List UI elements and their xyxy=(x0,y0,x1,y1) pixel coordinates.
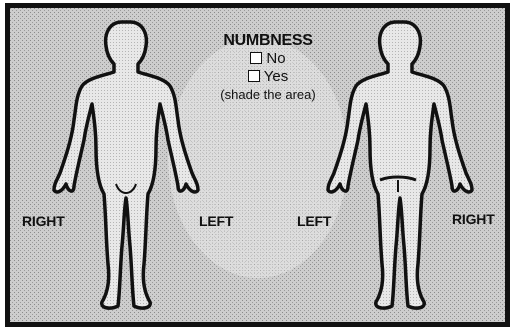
front-right-label: RIGHT xyxy=(22,213,65,229)
front-left-label: LEFT xyxy=(199,213,233,229)
option-no-label: No xyxy=(266,50,285,67)
numbness-option-no[interactable]: No xyxy=(202,50,334,68)
numbness-title: NUMBNESS xyxy=(202,32,334,50)
body-diagram-frame: NUMBNESS No Yes (shade the area) RIGHT L… xyxy=(5,3,510,327)
back-right-label: RIGHT xyxy=(452,211,495,227)
shade-hint: (shade the area) xyxy=(202,87,334,103)
front-body-outline-icon[interactable] xyxy=(54,22,198,308)
checkbox-icon[interactable] xyxy=(248,70,260,82)
back-left-label: LEFT xyxy=(297,213,331,229)
numbness-panel: NUMBNESS No Yes (shade the area) xyxy=(202,32,334,103)
numbness-option-yes[interactable]: Yes xyxy=(202,68,334,86)
checkbox-icon[interactable] xyxy=(250,52,262,64)
option-yes-label: Yes xyxy=(264,68,288,85)
back-body-outline-icon[interactable] xyxy=(328,22,472,308)
